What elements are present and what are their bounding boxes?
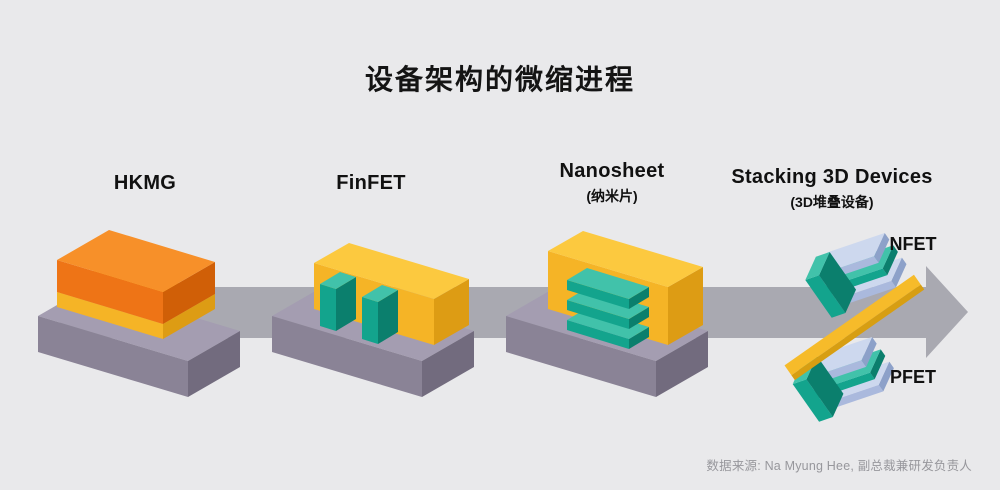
nanosheet-sheet2-front xyxy=(567,300,629,329)
nfet-sheet3-side xyxy=(874,232,890,263)
stage-label-finfet: FinFET xyxy=(336,172,406,194)
hkmg-gate-side xyxy=(163,262,215,324)
nanosheet-sheet1-front xyxy=(567,320,629,349)
gate-rod xyxy=(784,274,921,376)
finfet-gate-top xyxy=(314,243,469,299)
nanosheet-gate-top xyxy=(548,231,703,287)
nanosheet-graphic xyxy=(506,231,708,397)
finfet-fin1-cap xyxy=(320,284,336,331)
pfet-endwall-side xyxy=(806,356,844,417)
nfet-sheet1-side xyxy=(891,257,907,288)
finfet-fin2-top xyxy=(362,285,398,302)
nanosheet-sheet3-top xyxy=(567,268,649,299)
stacking-3d-graphic xyxy=(784,232,925,422)
finfet-graphic xyxy=(272,243,474,397)
hkmg-graphic xyxy=(38,230,240,397)
hkmg-oxide-front xyxy=(57,292,163,339)
hkmg-oxide-side xyxy=(163,294,215,339)
hkmg-gate-top xyxy=(57,230,215,292)
finfet-base-front xyxy=(272,316,422,397)
finfet-fin2-cap xyxy=(362,297,378,344)
stage-label-hkmg: HKMG xyxy=(113,172,177,194)
pfet-sheet1-side xyxy=(878,361,894,392)
finfet-fin2-side xyxy=(378,290,398,344)
nfet-sheet2-side xyxy=(882,245,898,276)
finfet-fin1-top xyxy=(320,272,356,289)
nfet-endwall-top xyxy=(805,252,830,281)
finfet-base-side xyxy=(422,331,474,397)
pfet-sheet3-side xyxy=(861,337,877,367)
stage-label-nanosheet: Nanosheet xyxy=(559,160,665,182)
nanosheet-sheet2-side xyxy=(629,307,649,329)
stage-sublabel-stacking: (3D堆叠设备) xyxy=(790,194,874,210)
stage-label-stacking: Stacking 3D Devices xyxy=(731,166,933,188)
nanosheet-base-front xyxy=(506,316,656,397)
hkmg-base-side xyxy=(188,331,240,397)
nanosheet-sheet3-front xyxy=(567,280,629,309)
finfet-gate-side xyxy=(434,279,469,345)
hkmg-base-front xyxy=(38,316,188,397)
gate-rod-edge xyxy=(791,284,925,381)
pfet-endwall-front xyxy=(792,379,833,422)
page-title: 设备架构的微缩进程 xyxy=(364,64,635,95)
nanosheet-base-side xyxy=(656,331,708,397)
nfet-endwall-front xyxy=(805,275,846,318)
nanosheet-sheet1-side xyxy=(629,327,649,349)
pfet-label: PFET xyxy=(889,367,936,387)
nanosheet-gate-side xyxy=(668,267,703,345)
nfet-endwall-side xyxy=(819,252,857,313)
nanosheet-sheet3-side xyxy=(629,287,649,309)
hkmg-gate-front xyxy=(57,260,163,324)
nfet-label: NFET xyxy=(889,234,937,254)
source-note: 数据来源: Na Myung Hee, 副总裁兼研发负责人 xyxy=(706,459,972,473)
stage-sublabel-nanosheet: (纳米片) xyxy=(586,188,638,204)
pfet-sheet2-side xyxy=(870,349,886,380)
finfet-fin1-side xyxy=(336,277,356,331)
